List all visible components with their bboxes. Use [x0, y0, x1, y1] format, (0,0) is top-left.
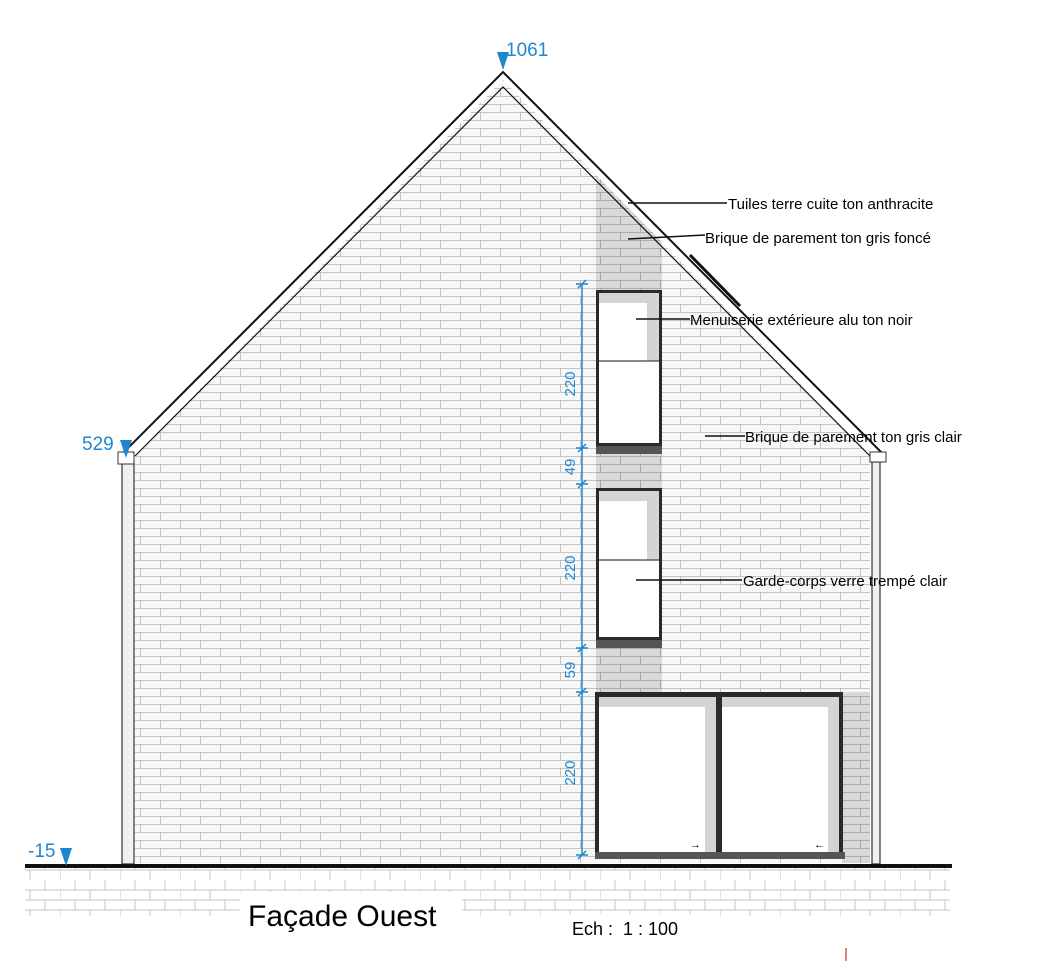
roof-edge-outer	[119, 70, 886, 457]
dimension-ground-floor-band: 59	[562, 662, 579, 679]
ridge-level-marker: 1061	[497, 40, 548, 70]
eave-level-triangle	[120, 440, 132, 458]
eave-level-marker: 529	[82, 434, 132, 458]
right-gutter	[869, 451, 887, 463]
drawing-title: Façade Ouest	[248, 900, 437, 933]
title-background	[240, 892, 462, 942]
dimension-chain	[576, 279, 588, 860]
facade-wall-light-brick	[135, 80, 870, 863]
scale-background	[565, 914, 705, 942]
ground-floor-sliding-door: → ←	[595, 692, 845, 859]
dimension-upper-window: 220	[562, 371, 579, 396]
eave-level-value: 529	[82, 434, 114, 455]
middle-window	[596, 488, 662, 648]
annotation-leaders	[627, 202, 745, 581]
dimension-first-floor-band: 49	[562, 459, 579, 476]
ground-level-value: -15	[28, 841, 55, 862]
annotation-roof-tiles: Tuiles terre cuite ton anthracite	[728, 196, 933, 213]
svg-text:→: →	[690, 839, 701, 851]
ridge-level-triangle	[497, 52, 509, 70]
ground-level-triangle	[60, 848, 72, 866]
roof-vent-line	[688, 253, 742, 308]
drawing-scale: Ech : 1 : 100	[572, 919, 678, 939]
paving-strip	[25, 868, 950, 916]
dimension-ground-door: 220	[562, 760, 579, 785]
dimension-middle-window: 220	[562, 555, 579, 580]
upper-window	[596, 290, 662, 454]
right-downpipe	[871, 461, 881, 865]
annotation-joinery: Menuiserie extérieure alu ton noir	[690, 312, 913, 329]
ridge-level-value: 1061	[506, 40, 548, 61]
svg-text:←: ←	[814, 839, 825, 851]
left-downpipe	[121, 461, 135, 865]
annotation-railing: Garde-corps verre trempé clair	[743, 573, 947, 590]
roof-edge-inner	[134, 86, 871, 457]
facade-dark-brick-right-pillar	[842, 692, 870, 863]
ground-level-marker: -15	[28, 841, 72, 866]
annotation-dark-brick: Brique de parement ton gris foncé	[705, 230, 931, 247]
annotation-light-brick: Brique de parement ton gris clair	[745, 429, 962, 446]
